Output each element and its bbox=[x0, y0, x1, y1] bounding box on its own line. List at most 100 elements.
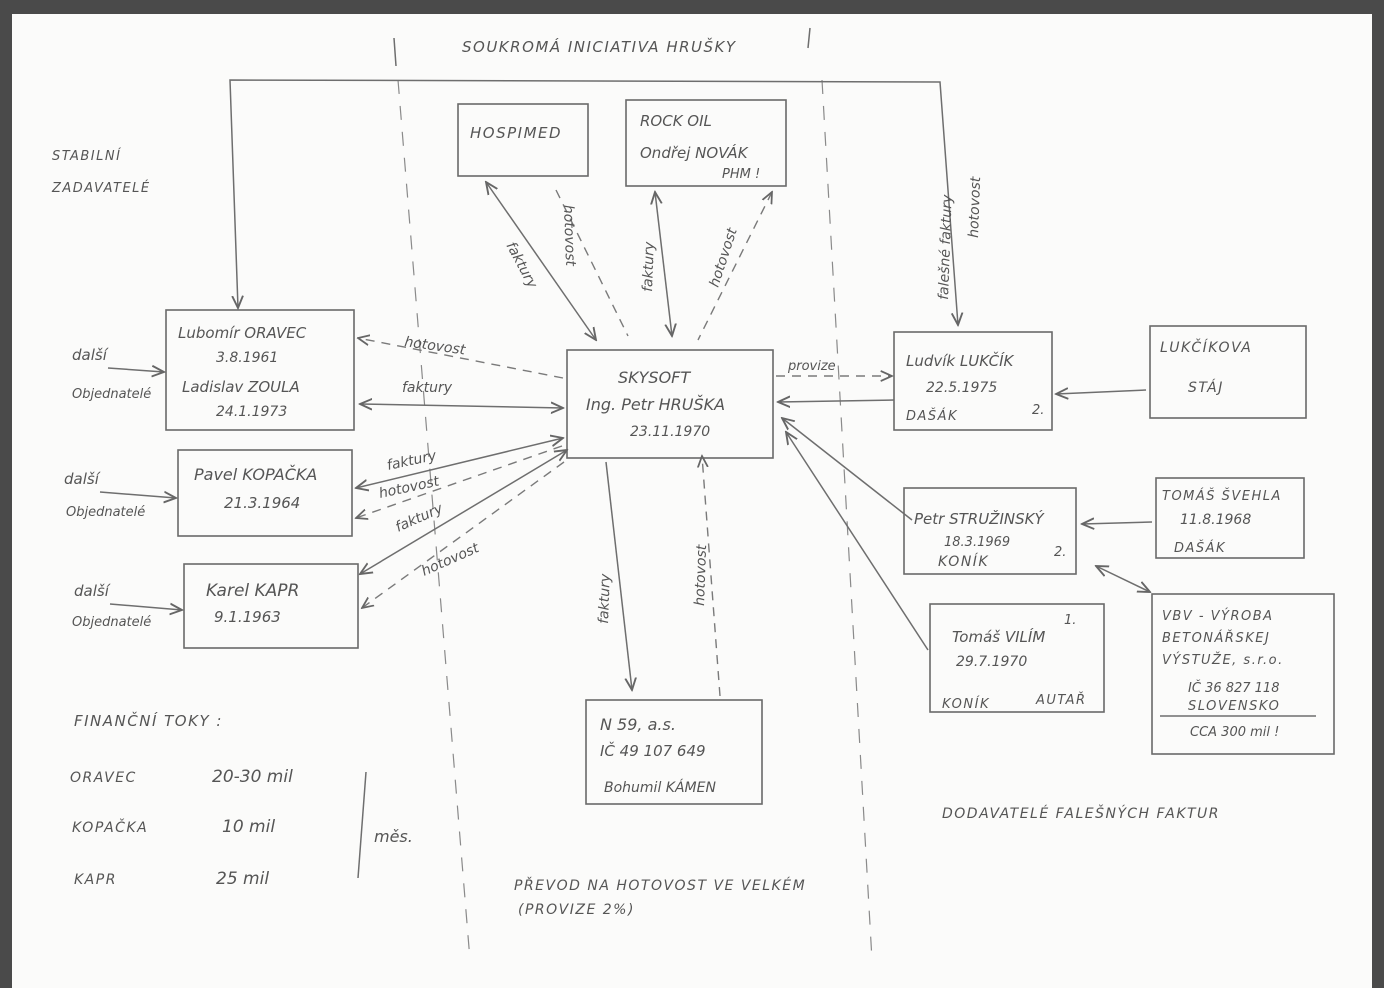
flow-vilim-center bbox=[786, 432, 929, 651]
objednatele-3: Objednatelé bbox=[72, 615, 151, 630]
n59-line3: Bohumil KÁMEN bbox=[604, 779, 716, 796]
label-provize: provize bbox=[787, 359, 836, 374]
flow-svehla-struzinsky bbox=[1082, 522, 1153, 524]
vilim-num: 1. bbox=[1064, 613, 1076, 628]
svehla-line1: TOMÁŠ ŠVEHLA bbox=[1162, 488, 1282, 504]
lukcikova-staj-line1: LUKČÍKOVA bbox=[1160, 338, 1252, 356]
struzinsky-line1: Petr STRUŽINSKÝ bbox=[914, 509, 1045, 528]
struzinsky-line3: KONÍK bbox=[938, 553, 989, 570]
fin-row3-name: KAPR bbox=[74, 872, 117, 888]
lukcik-num: 2. bbox=[1032, 403, 1044, 418]
lukcik-line1: Ludvík LUKČÍK bbox=[906, 351, 1015, 370]
bottom-center-line1: PŘEVOD NA HOTOVOST VE VELKÉM bbox=[514, 877, 806, 894]
n59-line1: N 59, a.s. bbox=[600, 715, 676, 734]
hospimed-box bbox=[457, 103, 589, 177]
vilim-line1: Tomáš VILÍM bbox=[952, 627, 1045, 646]
label-hotovost-hospimed: hotovost bbox=[560, 205, 578, 267]
label-faktury-n59: faktury bbox=[596, 573, 614, 624]
fin-period: měs. bbox=[374, 827, 413, 846]
flow-rockoil-faktury bbox=[655, 192, 672, 336]
flow-oravec-faktury bbox=[360, 404, 563, 408]
flow-rockoil-hotovost bbox=[697, 192, 772, 341]
rock-oil-line2: Ondřej NOVÁK bbox=[640, 143, 749, 162]
struzinsky-num: 2. bbox=[1054, 545, 1066, 560]
financni-toky-title: FINANČNÍ TOKY : bbox=[74, 711, 223, 730]
vilim-box bbox=[929, 603, 1105, 713]
flow-kapr-faktury bbox=[360, 450, 567, 574]
fin-row1-amount: 20-30 mil bbox=[212, 767, 293, 787]
header-title: SOUKROMÁ INICIATIVA HRUŠKY bbox=[462, 37, 737, 56]
header-tick-left bbox=[393, 37, 397, 67]
skysoft-line2: Ing. Petr HRUŠKA bbox=[586, 395, 725, 414]
hospimed-label: HOSPIMED bbox=[470, 124, 562, 142]
label-hotovost-oravec: hotovost bbox=[403, 334, 466, 358]
dalsi-3: další bbox=[74, 582, 111, 600]
fin-row2-amount: 10 mil bbox=[222, 817, 275, 837]
fin-row3-amount: 25 mil bbox=[216, 869, 269, 889]
bottom-right-caption: DODAVATELÉ FALEŠNÝCH FAKTUR bbox=[942, 804, 1220, 822]
oravec-line1: Lubomír ORAVEC bbox=[178, 324, 307, 342]
oravec-line3: Ladislav ZOULA bbox=[182, 378, 300, 396]
rock-oil-box bbox=[625, 99, 787, 187]
stable-clients-line2: ZADAVATELÉ bbox=[51, 180, 151, 196]
customer-arrow-1 bbox=[107, 368, 164, 372]
vbv-line6: CCA 300 mil ! bbox=[1190, 725, 1279, 740]
svehla-line3: DAŠÁK bbox=[1174, 540, 1226, 556]
lukcikova-staj-line2: STÁJ bbox=[1188, 379, 1224, 396]
vbv-line5: SLOVENSKO bbox=[1188, 699, 1280, 714]
n59-line2: IČ 49 107 649 bbox=[600, 741, 706, 760]
customer-arrow-3 bbox=[109, 604, 182, 610]
label-faktury-hospimed: faktury bbox=[502, 239, 540, 291]
svehla-box bbox=[1155, 477, 1305, 559]
bottom-center-line2: (PROVIZE 2%) bbox=[518, 902, 635, 918]
vbv-line1: VBV - VÝROBA bbox=[1162, 608, 1274, 624]
rock-oil-line1: ROCK OIL bbox=[640, 112, 712, 130]
vbv-line3: VÝSTUŽE, s.r.o. bbox=[1162, 652, 1284, 668]
label-falesne-faktury: falešné faktury bbox=[936, 194, 956, 300]
zone-divider-right bbox=[821, 79, 873, 961]
vbv-box bbox=[1151, 593, 1335, 755]
fin-row1-name: ORAVEC bbox=[70, 770, 137, 786]
skysoft-line1: SKYSOFT bbox=[618, 368, 691, 387]
kopacka-line2: 21.3.1964 bbox=[224, 494, 300, 512]
flow-hospimed-faktury bbox=[486, 182, 596, 340]
fin-row2-name: KOPAČKA bbox=[72, 818, 148, 836]
flow-struzinsky-center bbox=[782, 418, 913, 521]
label-faktury-rockoil: faktury bbox=[640, 241, 658, 292]
label-hotovost-kapr: hotovost bbox=[419, 540, 482, 580]
label-hotovost-right: hotovost bbox=[966, 176, 984, 238]
flow-kopacka-hotovost bbox=[356, 445, 563, 518]
paper-sheet bbox=[12, 14, 1372, 988]
label-hotovost-rockoil: hotovost bbox=[707, 226, 741, 290]
vilim-line4: AUTAŘ bbox=[1035, 692, 1087, 708]
kopacka-line1: Pavel KOPAČKA bbox=[194, 465, 317, 484]
svehla-line2: 11.8.1968 bbox=[1180, 512, 1251, 528]
rock-oil-line3: PHM ! bbox=[722, 167, 760, 182]
objednatele-1: Objednatelé bbox=[72, 387, 151, 402]
customer-arrow-2 bbox=[99, 492, 176, 498]
struzinsky-box bbox=[903, 487, 1077, 575]
lukcik-line2: 22.5.1975 bbox=[926, 380, 997, 396]
lukcik-line3: DAŠÁK bbox=[906, 408, 958, 424]
vilim-line3: KONÍK bbox=[942, 696, 990, 712]
flow-lukcik-center bbox=[778, 400, 895, 402]
stable-clients-line1: STABILNÍ bbox=[52, 148, 121, 164]
struzinsky-line2: 18.3.1969 bbox=[944, 535, 1010, 550]
lukcik-box bbox=[893, 331, 1053, 431]
oravec-line4: 24.1.1973 bbox=[216, 404, 287, 420]
header-tick-right bbox=[807, 27, 811, 49]
skysoft-line3: 23.11.1970 bbox=[630, 424, 710, 440]
lukcikova-staj-box bbox=[1149, 325, 1307, 419]
kapr-line1: Karel KAPR bbox=[206, 581, 299, 601]
vbv-line2: BETONÁŘSKEJ bbox=[1162, 630, 1270, 646]
oravec-line2: 3.8.1961 bbox=[216, 350, 278, 366]
label-faktury-oravec: faktury bbox=[402, 380, 453, 396]
dalsi-1: další bbox=[72, 346, 109, 364]
label-hotovost-n59: hotovost bbox=[692, 544, 710, 606]
vilim-line2: 29.7.1970 bbox=[956, 654, 1027, 670]
kapr-box bbox=[183, 563, 359, 649]
flow-hospimed-hotovost bbox=[555, 189, 629, 337]
fin-bracket bbox=[357, 771, 367, 879]
oravec-box bbox=[165, 309, 355, 431]
